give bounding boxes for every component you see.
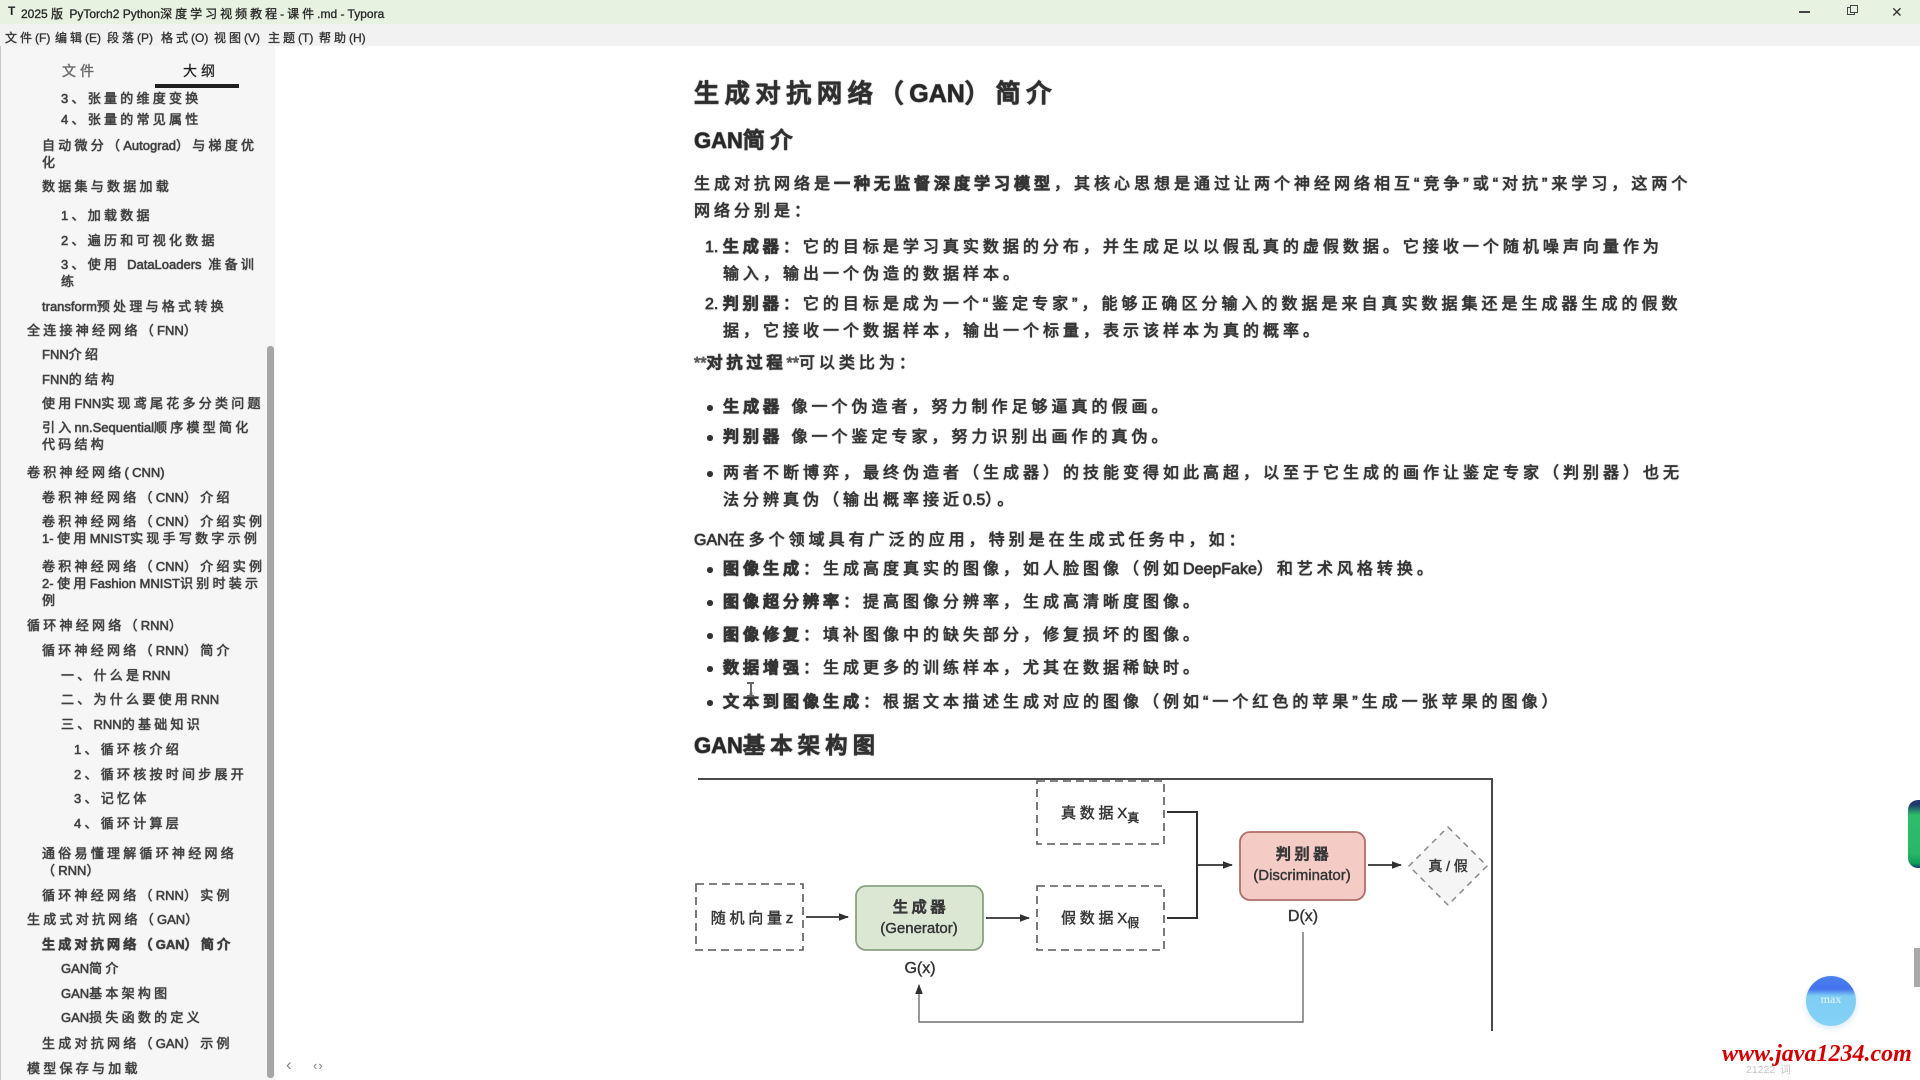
svg-text:(Generator): (Generator): [880, 920, 958, 937]
svg-text:判别器: 判别器: [1276, 845, 1332, 863]
svg-text:随机向量z: 随机向量z: [711, 910, 794, 927]
svg-text:(Discriminator): (Discriminator): [1253, 867, 1351, 884]
svg-text:真数据X真: 真数据X真: [1061, 804, 1143, 825]
svg-text:生成器: 生成器: [893, 898, 949, 916]
svg-text:假数据X假: 假数据X假: [1061, 910, 1143, 930]
svg-text:真/假: 真/假: [1428, 858, 1471, 874]
svg-text:G(x): G(x): [904, 960, 935, 977]
svg-text:D(x): D(x): [1288, 908, 1318, 925]
